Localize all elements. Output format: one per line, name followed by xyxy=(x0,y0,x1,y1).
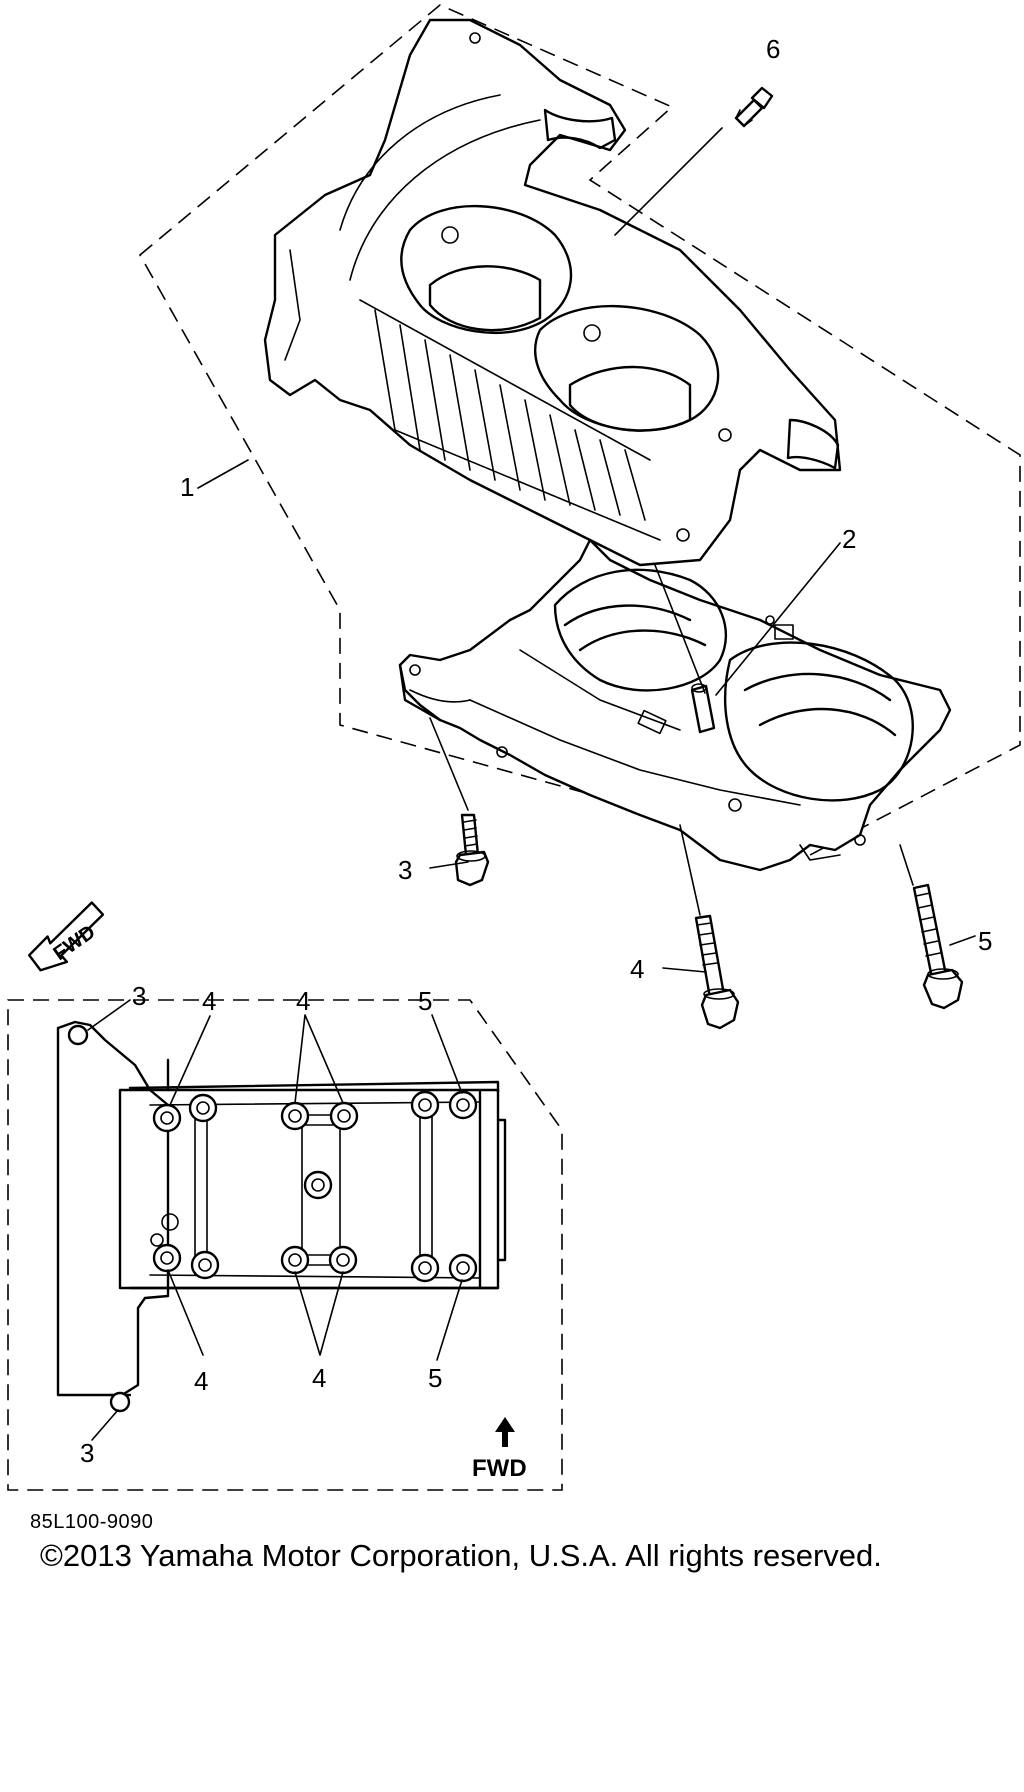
copyright-notice: ©2013 Yamaha Motor Corporation, U.S.A. A… xyxy=(40,1538,882,1573)
inset-leader-lines xyxy=(87,999,463,1441)
callout-3: 3 xyxy=(398,855,412,885)
callout-2: 2 xyxy=(842,524,856,554)
inset-callout-5-top: 5 xyxy=(418,986,432,1016)
part-number: 85L100-9090 xyxy=(30,1511,154,1533)
lower-crankcase xyxy=(398,538,952,872)
inset-crankcase-plan xyxy=(56,1020,507,1413)
callout-4: 4 xyxy=(630,954,644,984)
callout-5: 5 xyxy=(978,926,992,956)
callout-1: 1 xyxy=(180,472,194,502)
callout-6: 6 xyxy=(766,34,780,64)
fwd-arrow-tag: FWD xyxy=(27,901,105,972)
inset-boundary-dashed xyxy=(7,999,563,1491)
inset-callout-4-mid-bottom: 4 xyxy=(312,1363,326,1393)
leader-lines xyxy=(197,127,976,973)
inset-callout-3-bottom: 3 xyxy=(80,1438,94,1468)
bolt-5 xyxy=(912,883,964,1010)
bolt-3 xyxy=(454,813,490,887)
inset-callout-4-left-top: 4 xyxy=(202,986,216,1016)
upper-crankcase xyxy=(263,18,842,567)
inset-callout-4-mid-top: 4 xyxy=(296,986,310,1016)
bolt-4 xyxy=(694,914,740,1030)
inset-fwd-label: FWD xyxy=(472,1455,527,1482)
assembly-boundary-dashed xyxy=(138,4,1021,856)
inset-callout-4-left-bottom: 4 xyxy=(194,1366,208,1396)
plug-fitting xyxy=(734,86,774,128)
dowel-pin xyxy=(690,683,716,734)
inset-fwd-arrow: FWD xyxy=(472,1417,527,1482)
inset-callout-5-bottom: 5 xyxy=(428,1363,442,1393)
inset-callout-3-top: 3 xyxy=(132,981,146,1011)
